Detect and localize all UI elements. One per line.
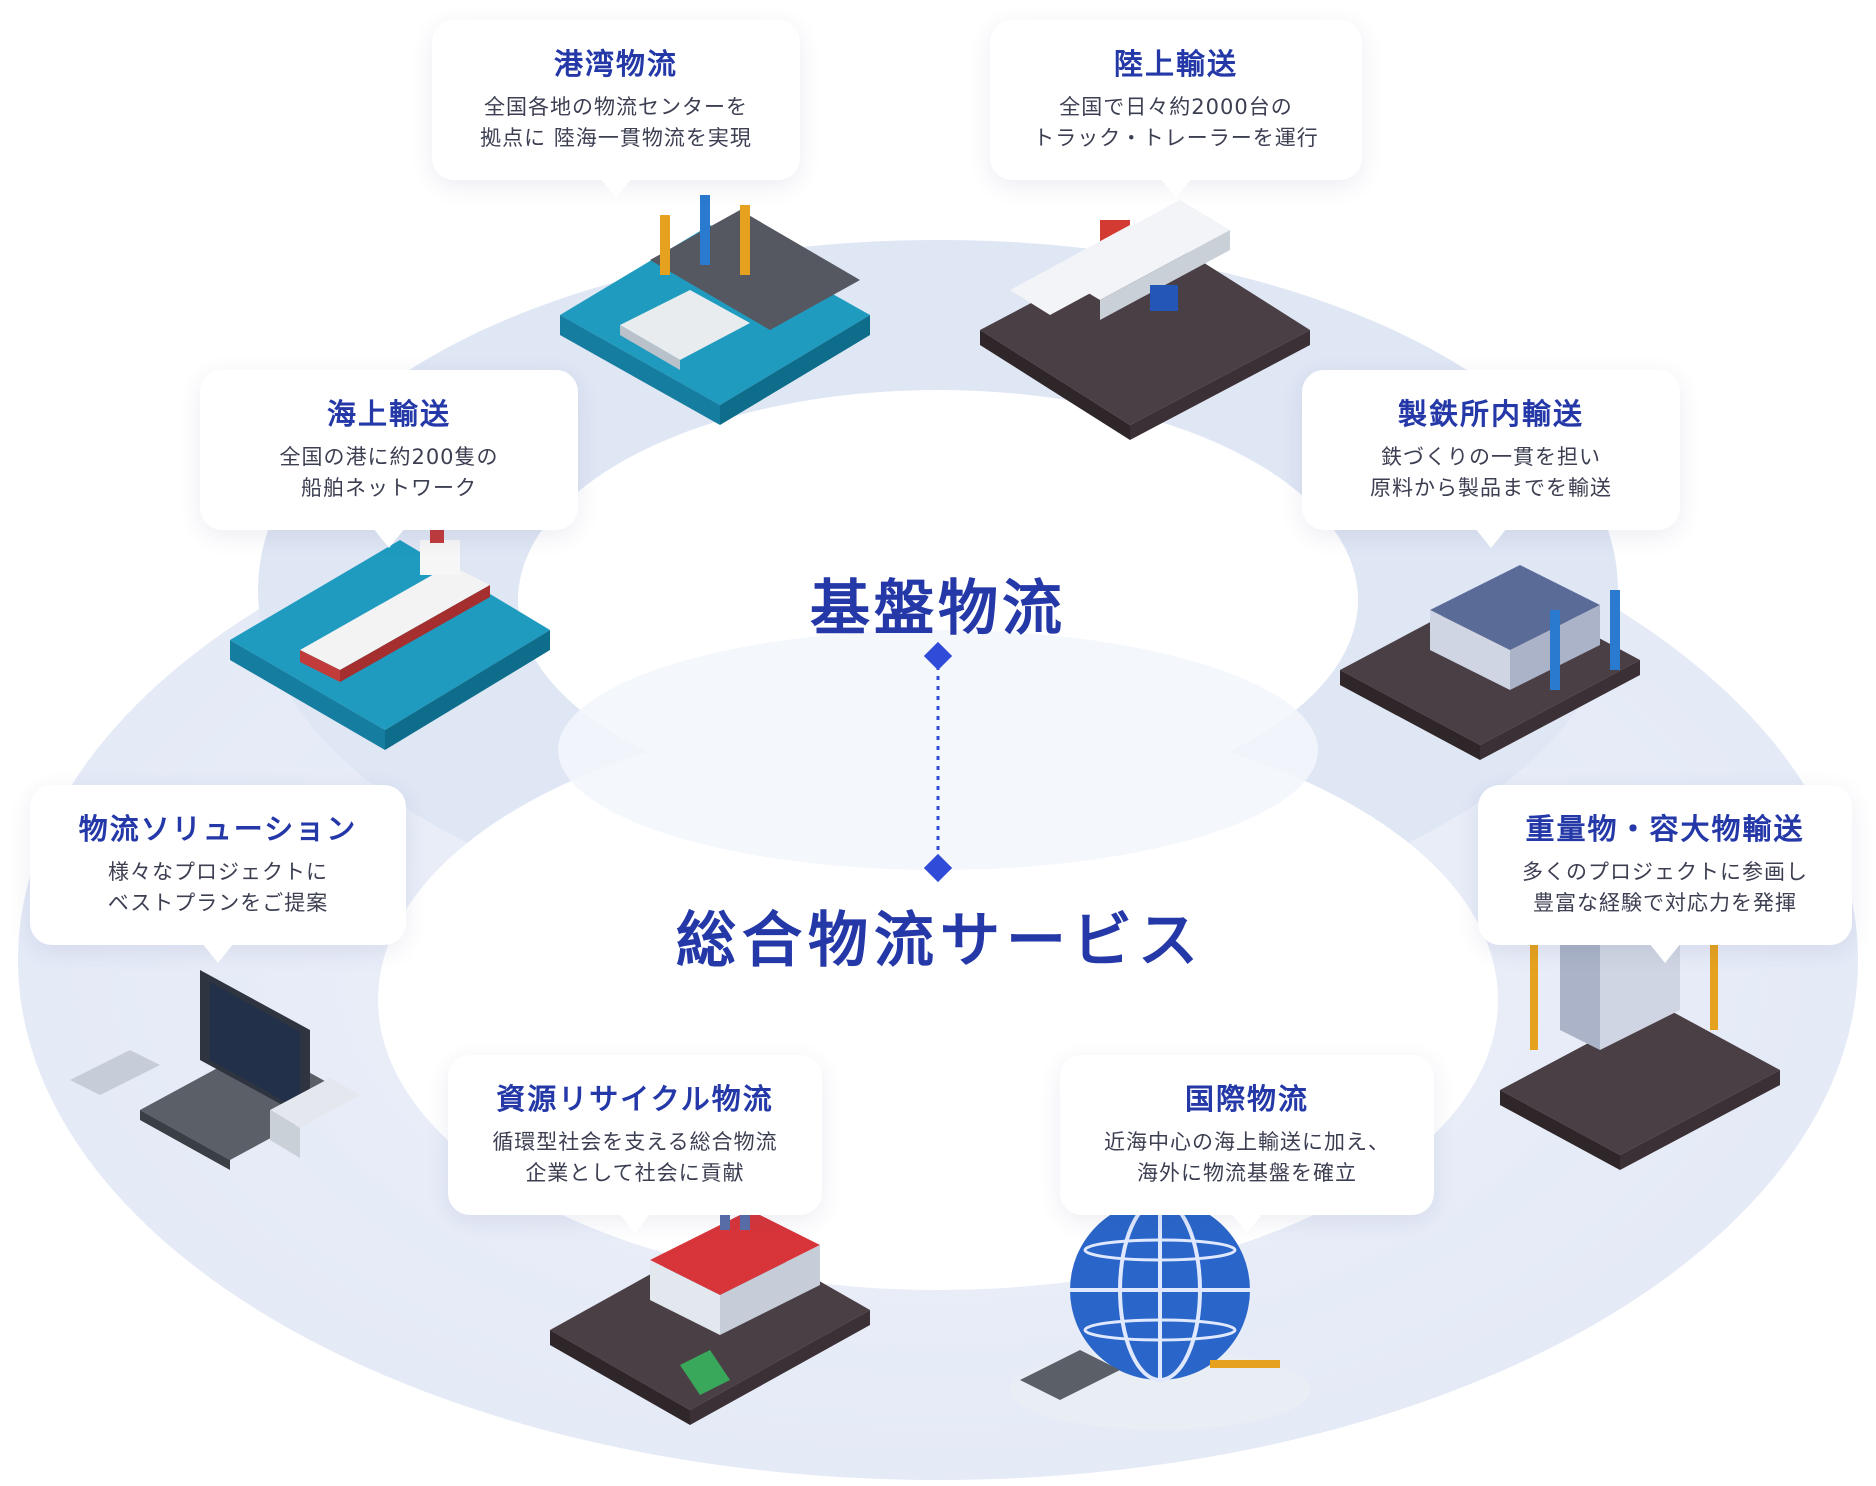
card-desc-line: 近海中心の海上輸送に加え、 [1104, 1130, 1390, 1154]
card-kokusai: 国際物流 近海中心の海上輸送に加え、 海外に物流基盤を確立 [1060, 1055, 1434, 1233]
card-desc-line: 様々なプロジェクトに [108, 860, 328, 884]
card-title: 国際物流 [1184, 1082, 1309, 1116]
card-desc-line: 全国の港に約200隻の [279, 445, 499, 469]
card-desc-line: 循環型社会を支える総合物流 [492, 1130, 778, 1154]
card-desc-line: 豊富な経験で対応力を発揮 [1533, 891, 1797, 915]
card-desc: 全国各地の物流センターを 拠点に 陸海一貫物流を実現 [432, 92, 800, 154]
card-desc-line: 原料から製品までを輸送 [1370, 476, 1612, 500]
ship-icon [230, 525, 550, 750]
card-desc: 循環型社会を支える総合物流 企業として社会に貢献 [448, 1127, 822, 1189]
card-desc: 全国の港に約200隻の 船舶ネットワーク [200, 442, 578, 504]
globe-icon [1010, 1198, 1310, 1430]
construction-crane-icon [1490, 880, 1780, 1170]
connector-diamond-bottom [923, 853, 953, 883]
card-desc-line: 船舶ネットワーク [301, 476, 477, 500]
card-title: 重量物・容大物輸送 [1525, 812, 1805, 846]
card-desc-line: 海外に物流基盤を確立 [1137, 1161, 1357, 1185]
steel-plant-icon [1340, 565, 1640, 760]
card-title: 海上輸送 [326, 397, 451, 431]
card-recycle: 資源リサイクル物流 循環型社会を支える総合物流 企業として社会に貢献 [448, 1055, 822, 1233]
card-desc-line: トラック・トレーラーを運行 [1033, 126, 1319, 150]
card-title: 製鉄所内輸送 [1397, 397, 1584, 431]
connector-diamond-top [923, 641, 953, 671]
card-desc-line: 全国各地の物流センターを [484, 95, 748, 119]
card-title: 資源リサイクル物流 [496, 1082, 774, 1116]
card-kaijo: 海上輸送 全国の港に約200隻の 船舶ネットワーク [200, 370, 578, 548]
card-desc-line: 全国で日々約2000台の [1059, 95, 1293, 119]
center-label-kiban: 基盤物流 [810, 574, 1066, 644]
card-desc: 多くのプロジェクトに参画し 豊富な経験で対応力を発揮 [1478, 857, 1852, 919]
card-juryo: 重量物・容大物輸送 多くのプロジェクトに参画し 豊富な経験で対応力を発揮 [1478, 785, 1852, 963]
card-desc-line: ベストプランをご提案 [107, 891, 329, 915]
connector-line [923, 641, 953, 883]
center-label-sogo: 総合物流サービス [676, 906, 1204, 976]
laptop-icon [70, 970, 360, 1170]
card-seitetsu: 製鉄所内輸送 鉄づくりの一貫を担い 原料から製品までを輸送 [1302, 370, 1680, 548]
truck-yard-icon [980, 200, 1310, 440]
card-title: 陸上輸送 [1113, 47, 1238, 81]
card-desc-line: 拠点に 陸海一貫物流を実現 [480, 126, 752, 150]
card-rikujo: 陸上輸送 全国で日々約2000台の トラック・トレーラーを運行 [990, 20, 1362, 198]
card-desc: 全国で日々約2000台の トラック・トレーラーを運行 [990, 92, 1362, 154]
card-desc-line: 多くのプロジェクトに参画し [1522, 860, 1808, 884]
card-title: 港湾物流 [553, 47, 678, 81]
card-solution: 物流ソリューション 様々なプロジェクトに ベストプランをご提案 [30, 785, 406, 963]
card-desc: 近海中心の海上輸送に加え、 海外に物流基盤を確立 [1060, 1127, 1434, 1189]
recycle-factory-icon [550, 1180, 870, 1425]
card-desc: 鉄づくりの一貫を担い 原料から製品までを輸送 [1302, 442, 1680, 504]
card-title: 物流ソリューション [78, 812, 358, 846]
card-kowan: 港湾物流 全国各地の物流センターを 拠点に 陸海一貫物流を実現 [432, 20, 800, 198]
card-desc-line: 鉄づくりの一貫を担い [1381, 445, 1601, 469]
card-desc: 様々なプロジェクトに ベストプランをご提案 [30, 857, 406, 919]
card-desc-line: 企業として社会に貢献 [525, 1161, 745, 1185]
port-crane-icon [560, 195, 870, 425]
